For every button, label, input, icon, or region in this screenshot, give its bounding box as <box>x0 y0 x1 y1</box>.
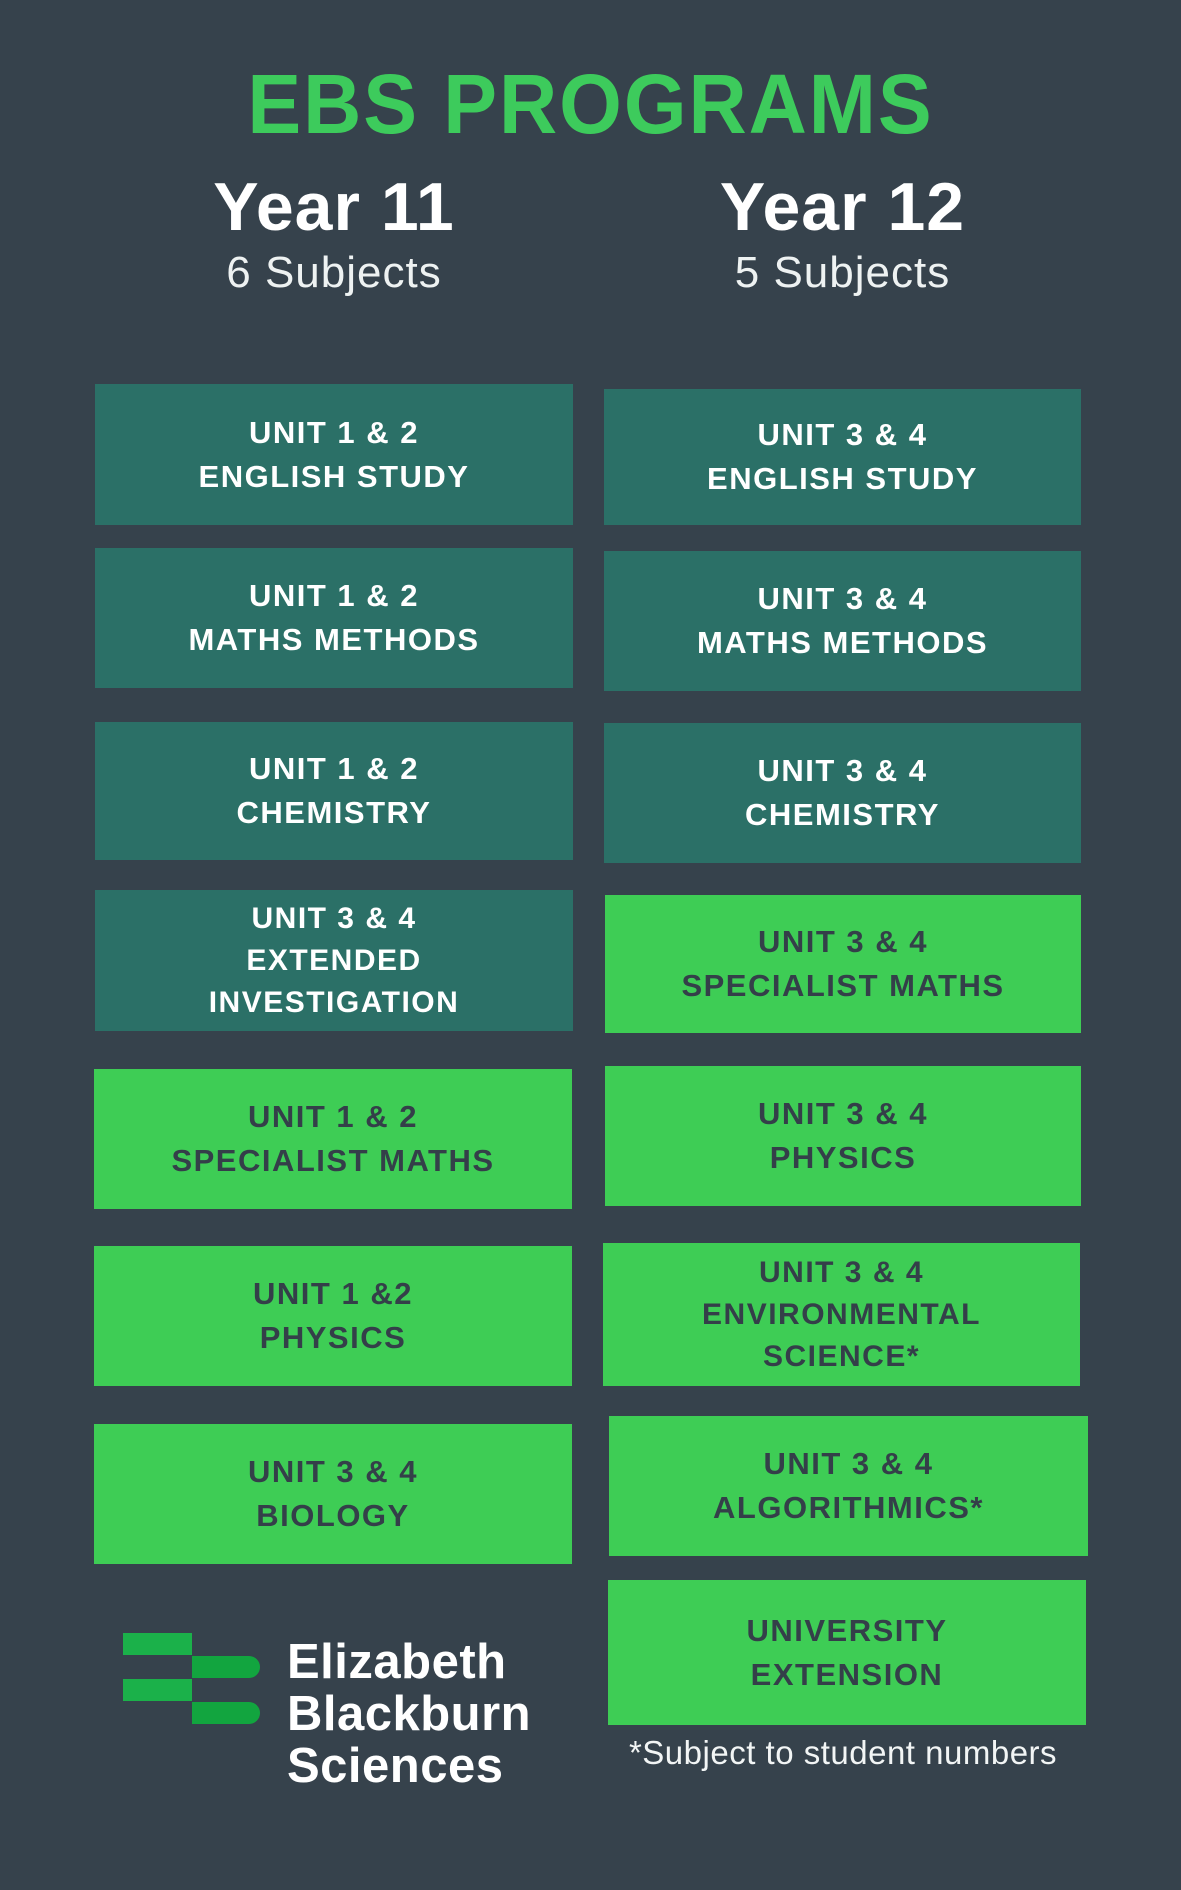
logo-word: Elizabeth <box>287 1635 507 1689</box>
box-line: SPECIALIST MATHS <box>171 1143 495 1178</box>
logo-bar-icon <box>192 1656 260 1678</box>
subject-box-university-extension: UNIVERSITY EXTENSION <box>608 1580 1086 1725</box>
box-line: UNIT 3 & 4 <box>763 1446 934 1481</box>
box-line: ENGLISH STUDY <box>198 458 470 494</box>
box-line: UNIT 3 & 4 <box>247 1454 419 1489</box>
box-line: UNIT 3 & 4 <box>757 417 928 452</box>
logo-word: Blackburn <box>287 1687 532 1741</box>
box-line: UNIT 1 &2 <box>253 1276 413 1311</box>
box-line: UNIT 1 & 2 <box>248 751 420 786</box>
box-line: PHYSICS <box>259 1320 407 1355</box>
box-line: PHYSICS <box>769 1140 917 1175</box>
year11-header: Year 11 6 Subjects <box>95 170 573 298</box>
box-line: UNIT 3 & 4 <box>757 924 929 959</box>
subject-box-y11-physics: UNIT 1 &2 PHYSICS <box>94 1246 572 1386</box>
box-line: BIOLOGY <box>256 1498 410 1533</box>
subject-box-y12-english-study: UNIT 3 & 4 ENGLISH STUDY <box>604 389 1081 525</box>
year11-heading: Year 11 <box>213 169 455 245</box>
subject-box-y11-chemistry: UNIT 1 & 2 CHEMISTRY <box>95 722 573 860</box>
subject-box-y12-specialist-maths: UNIT 3 & 4 SPECIALIST MATHS <box>605 895 1081 1033</box>
subject-box-y11-specialist-maths: UNIT 1 & 2 SPECIALIST MATHS <box>94 1069 572 1209</box>
logo-word: Sciences <box>287 1739 504 1793</box>
box-line: MATHS METHODS <box>188 622 480 657</box>
box-line: EXTENDED <box>246 943 422 977</box>
box-line: CHEMISTRY <box>236 795 432 830</box>
subject-box-y11-biology: UNIT 3 & 4 BIOLOGY <box>94 1424 572 1564</box>
box-line: UNIT 3 & 4 <box>757 1096 929 1131</box>
box-line: UNIT 1 & 2 <box>248 578 420 613</box>
subject-box-y12-algorithmics: UNIT 3 & 4 ALGORITHMICS* <box>609 1416 1088 1556</box>
box-line: EXTENSION <box>750 1656 944 1692</box>
subject-box-y11-maths-methods: UNIT 1 & 2 MATHS METHODS <box>95 548 573 688</box>
box-line: UNIT 1 & 2 <box>247 1099 419 1134</box>
subject-box-y12-physics: UNIT 3 & 4 PHYSICS <box>605 1066 1081 1206</box>
year12-header: Year 12 5 Subjects <box>604 170 1081 298</box>
subject-box-y12-environmental-science: UNIT 3 & 4 ENVIRONMENTAL SCIENCE* <box>603 1243 1080 1386</box>
year12-heading: Year 12 <box>719 169 966 245</box>
logo-wordmark: Elizabeth Blackburn Sciences <box>287 1636 531 1792</box>
box-line: UNIVERSITY <box>746 1612 948 1648</box>
subject-box-y12-maths-methods: UNIT 3 & 4 MATHS METHODS <box>604 551 1081 691</box>
box-line: MATHS METHODS <box>696 625 989 660</box>
box-line: ENGLISH STUDY <box>707 461 978 496</box>
footnote: *Subject to student numbers <box>628 1734 1058 1771</box>
box-line: UNIT 3 & 4 <box>757 753 928 788</box>
box-line: UNIT 3 & 4 <box>251 901 417 935</box>
box-line: CHEMISTRY <box>745 797 940 832</box>
logo-bar-icon <box>123 1679 192 1701</box>
box-line: SCIENCE* <box>762 1339 921 1373</box>
box-line: UNIT 3 & 4 <box>758 1255 925 1289</box>
logo-bar-icon <box>192 1702 260 1724</box>
box-line: UNIT 1 & 2 <box>248 414 420 450</box>
page-title: EBS PROGRAMS <box>247 57 934 151</box>
box-line: SPECIALIST MATHS <box>681 968 1005 1003</box>
subject-box-y12-chemistry: UNIT 3 & 4 CHEMISTRY <box>604 723 1081 863</box>
box-line: UNIT 3 & 4 <box>757 581 928 616</box>
subject-box-y11-english-study: UNIT 1 & 2 ENGLISH STUDY <box>95 384 573 525</box>
logo-bar-icon <box>123 1633 192 1655</box>
box-line: ENVIRONMENTAL <box>702 1297 981 1331</box>
box-line: ALGORITHMICS* <box>713 1490 984 1525</box>
box-line: INVESTIGATION <box>208 985 460 1019</box>
subject-box-y11-extended-investigation: UNIT 3 & 4 EXTENDED INVESTIGATION <box>95 890 573 1031</box>
year12-subject-count: 5 Subjects <box>734 248 951 297</box>
year11-subject-count: 6 Subjects <box>226 248 442 297</box>
